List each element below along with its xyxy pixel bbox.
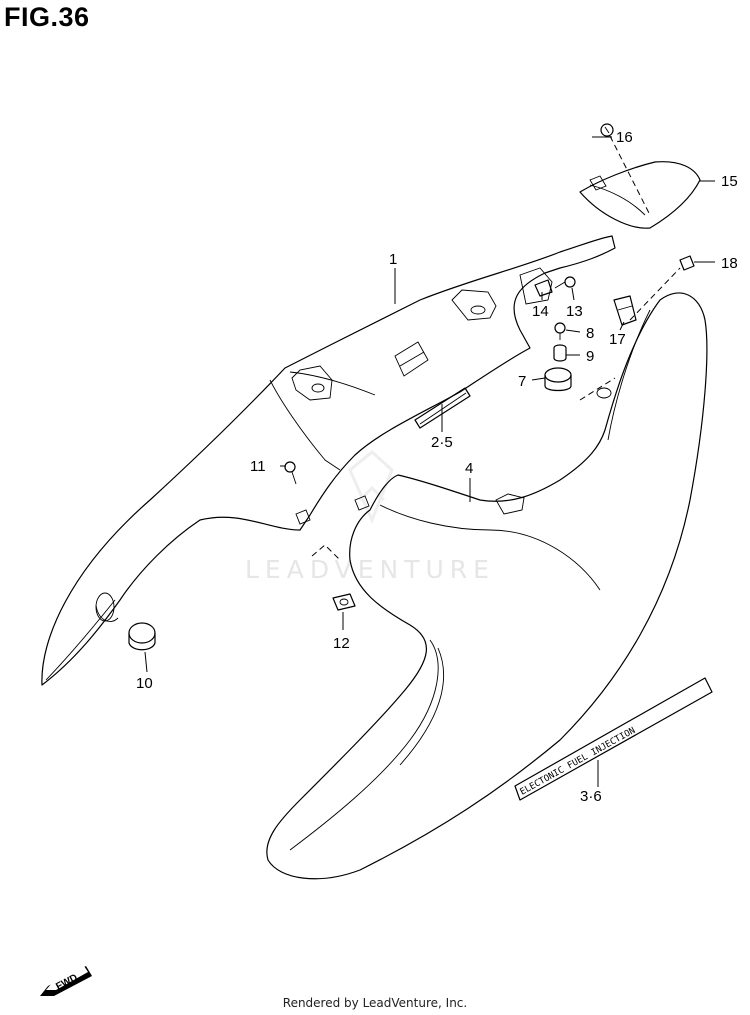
callout-2-5: 2·5 [431,434,453,451]
decal-text: ELECTONIC FUEL INJECTION [519,726,638,798]
callout-10: 10 [136,675,153,692]
callout-labels: 1 2·5 3·6 4 7 8 9 10 11 12 13 14 15 16 1… [136,129,738,805]
part-10-damper [128,622,156,651]
callout-17: 17 [609,331,626,348]
part-4-side-cover [266,292,708,880]
callout-1: 1 [389,251,397,268]
callout-8: 8 [586,325,594,342]
part-7-grommet [544,367,572,392]
part-14-clip [534,279,553,297]
callout-3-6: 3·6 [580,788,602,805]
watermark: LEADVENTURE [245,450,495,584]
part-8-screw [554,322,566,340]
callout-9: 9 [586,348,594,365]
footer-credit: Rendered by LeadVenture, Inc. [282,996,468,1010]
callout-4: 4 [465,460,473,477]
fwd-label: FWD [54,972,79,992]
callout-16: 16 [616,129,633,146]
part-18-grommet [629,255,695,321]
part-13-screw [554,276,576,289]
part-3-6-decal: ELECTONIC FUEL INJECTION [514,677,713,801]
callout-12: 12 [333,635,350,652]
leader-lines [144,136,715,787]
part-12-nut [311,544,356,611]
callout-15: 15 [721,173,738,190]
callout-13: 13 [566,303,583,320]
callout-11: 11 [250,458,266,475]
part-9-collar [553,344,567,362]
figure-title: FIG.36 [4,2,90,32]
watermark-logo-icon [348,450,394,524]
part-15-rear-piece [579,161,701,229]
fwd-arrow-icon: FWD [40,966,92,996]
part-1-seat-tail-cover [41,235,616,686]
callout-7: 7 [518,373,526,390]
watermark-text: LEADVENTURE [245,555,495,584]
part-17-bracket [613,295,637,326]
callout-14: 14 [532,303,549,320]
part-11-screw [284,461,297,485]
callout-18: 18 [721,255,738,272]
part-16-screw [600,123,651,216]
